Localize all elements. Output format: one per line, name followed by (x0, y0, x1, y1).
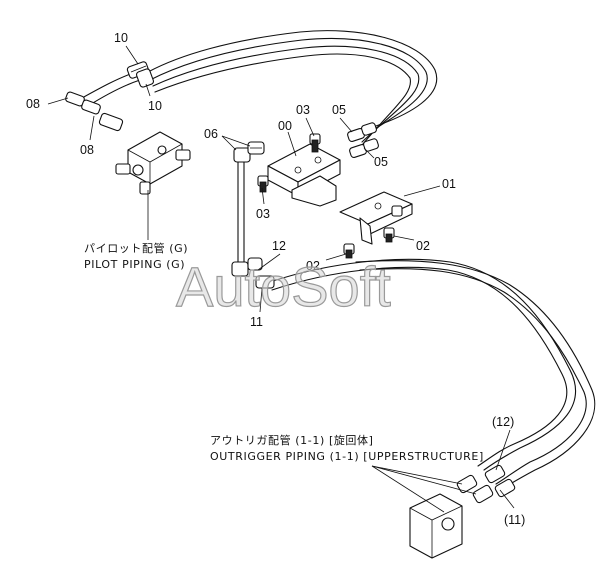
vertical-pipe (237, 161, 245, 263)
callout-11: 11 (250, 315, 263, 329)
fittings-11-12 (231, 257, 275, 289)
swivel-block (409, 493, 463, 559)
callout-02-left: 02 (306, 259, 320, 273)
watermark: AutoSoft (176, 255, 391, 318)
fittings-lower-right (456, 464, 516, 504)
fittings-05 (347, 122, 379, 158)
caption-outrigger-jp: アウトリガ配管 (1-1) [旋回体] (210, 433, 374, 447)
fitting-10 (126, 61, 155, 88)
bolt-02-right (383, 227, 395, 243)
caption-pilot-jp: パイロット配管 (G) (84, 241, 188, 255)
bracket-01 (339, 191, 413, 245)
callout-03-upper: 03 (296, 103, 310, 117)
bracket-00 (267, 143, 341, 207)
captions: パイロット配管 (G) PILOT PIPING (G) アウトリガ配管 (1-… (84, 241, 484, 463)
callout-00: 00 (278, 119, 292, 133)
callout-05-lower: 05 (374, 155, 388, 169)
bolt-03-lower (257, 175, 269, 193)
leader-lines (47, 45, 515, 513)
callout-01: 01 (442, 177, 456, 191)
callout-12-paren: (12) (492, 415, 514, 429)
upper-hose-bundle (81, 30, 438, 151)
caption-pilot-en: PILOT PIPING (G) (84, 258, 185, 271)
callout-06: 06 (204, 127, 218, 141)
fitting-08 (65, 91, 124, 132)
callout-10-top: 10 (114, 31, 128, 45)
callout-11-paren: (11) (504, 513, 525, 527)
bolt-03-upper (309, 133, 321, 153)
fitting-06 (233, 141, 265, 163)
callout-12: 12 (272, 239, 286, 253)
callout-02-right: 02 (416, 239, 430, 253)
lower-hose-bundle (269, 258, 596, 491)
callout-03-lower: 03 (256, 207, 270, 221)
callout-05-upper: 05 (332, 103, 346, 117)
callout-08-left: 08 (26, 97, 40, 111)
callout-08-bottom: 08 (80, 143, 94, 157)
caption-outrigger-en: OUTRIGGER PIPING (1-1) [UPPERSTRUCTURE] (210, 450, 484, 463)
callout-10-bottom: 10 (148, 99, 162, 113)
callout-labels: 10 10 08 08 06 00 03 05 05 03 01 02 02 1… (26, 31, 525, 527)
pilot-valve (115, 131, 191, 195)
bolt-02-left (343, 243, 355, 259)
